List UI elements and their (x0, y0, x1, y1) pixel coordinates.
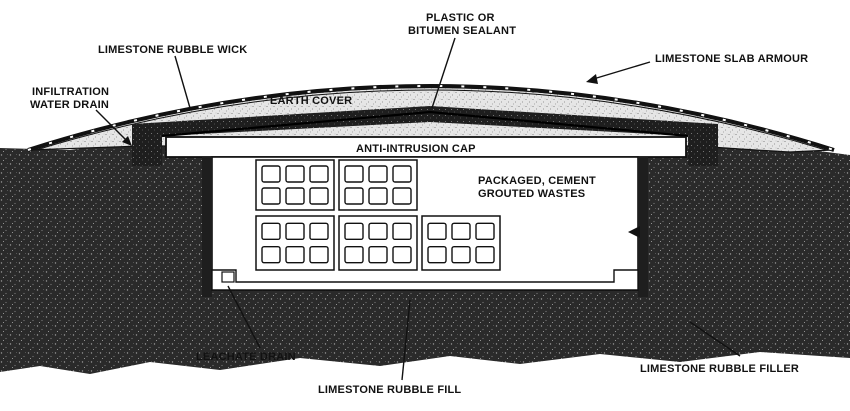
drum-cell (368, 245, 388, 264)
vault-floor (211, 269, 639, 291)
drum-cell (344, 165, 364, 183)
drum-cell (392, 187, 412, 205)
label-infiltration: INFILTRATION (32, 86, 109, 98)
drum-cell (392, 165, 412, 183)
limestone-slab-armour (27, 84, 835, 152)
drum-cell (392, 222, 412, 241)
label-grouted-wastes: GROUTED WASTES (478, 188, 585, 200)
label-water-drain: WATER DRAIN (30, 99, 109, 111)
leader-rubble-wick (174, 55, 191, 109)
drum-cell (261, 245, 281, 264)
plastic-bitumen-sealant (161, 110, 689, 138)
drum-cell (285, 245, 305, 264)
drum-cell (475, 222, 495, 241)
leader-leachate-drain (227, 285, 261, 349)
drum-cell (392, 245, 412, 264)
drum-cell (285, 165, 305, 183)
drum-cell (368, 187, 388, 205)
label-leachate-drain: LEACHATE DRAIN (196, 351, 296, 363)
leader-plastic-sealant (431, 37, 456, 109)
drum-cell (344, 245, 364, 264)
arrow-infiltration-drain (122, 136, 132, 146)
limestone-rubble-wick (132, 106, 718, 166)
label-packaged-cement: PACKAGED, CEMENT (478, 175, 596, 187)
label-bitumen-sealant: BITUMEN SEALANT (408, 25, 516, 37)
drum-cell (309, 165, 329, 183)
drum-cell (309, 245, 329, 264)
drum-cell (368, 222, 388, 241)
vault-wall-right (638, 157, 648, 297)
drum-cell (344, 187, 364, 205)
label-plastic-or: PLASTIC OR (426, 12, 495, 24)
slab-armour-inner-line (35, 89, 827, 151)
right-flow-arrow (628, 226, 640, 238)
drum-cell (261, 187, 281, 205)
waste-drum-cells (261, 165, 495, 264)
drum-cell (475, 245, 495, 264)
drum-cell (309, 187, 329, 205)
label-earth-cover: EARTH COVER (270, 95, 352, 107)
drum-cell (427, 245, 447, 264)
drum-cell (285, 187, 305, 205)
label-rubble-filler: LIMESTONE RUBBLE FILLER (640, 363, 799, 375)
drum-cell (451, 245, 471, 264)
drum-cell (261, 222, 281, 241)
label-slab-armour: LIMESTONE SLAB ARMOUR (655, 53, 808, 65)
drum-cell (427, 222, 447, 241)
label-rubble-wick: LIMESTONE RUBBLE WICK (98, 44, 247, 56)
arrow-slab-armour (586, 74, 598, 84)
ground-bottom-edge (0, 352, 850, 411)
drum-cell (285, 222, 305, 241)
leader-rubble-fill (401, 299, 411, 381)
drum-cell (368, 165, 388, 183)
leachate-drain-channel (221, 271, 235, 283)
drum-cell (309, 222, 329, 241)
drum-cell (344, 222, 364, 241)
leader-rubble-filler (689, 321, 741, 357)
leader-slab-armour (589, 61, 651, 81)
label-rubble-fill: LIMESTONE RUBBLE FILL (318, 384, 461, 396)
drum-cell (261, 165, 281, 183)
drum-cell (451, 222, 471, 241)
label-anti-intrusion-cap: ANTI-INTRUSION CAP (356, 143, 476, 155)
vault-wall-left (202, 157, 212, 297)
leader-infiltration-drain (95, 109, 129, 143)
